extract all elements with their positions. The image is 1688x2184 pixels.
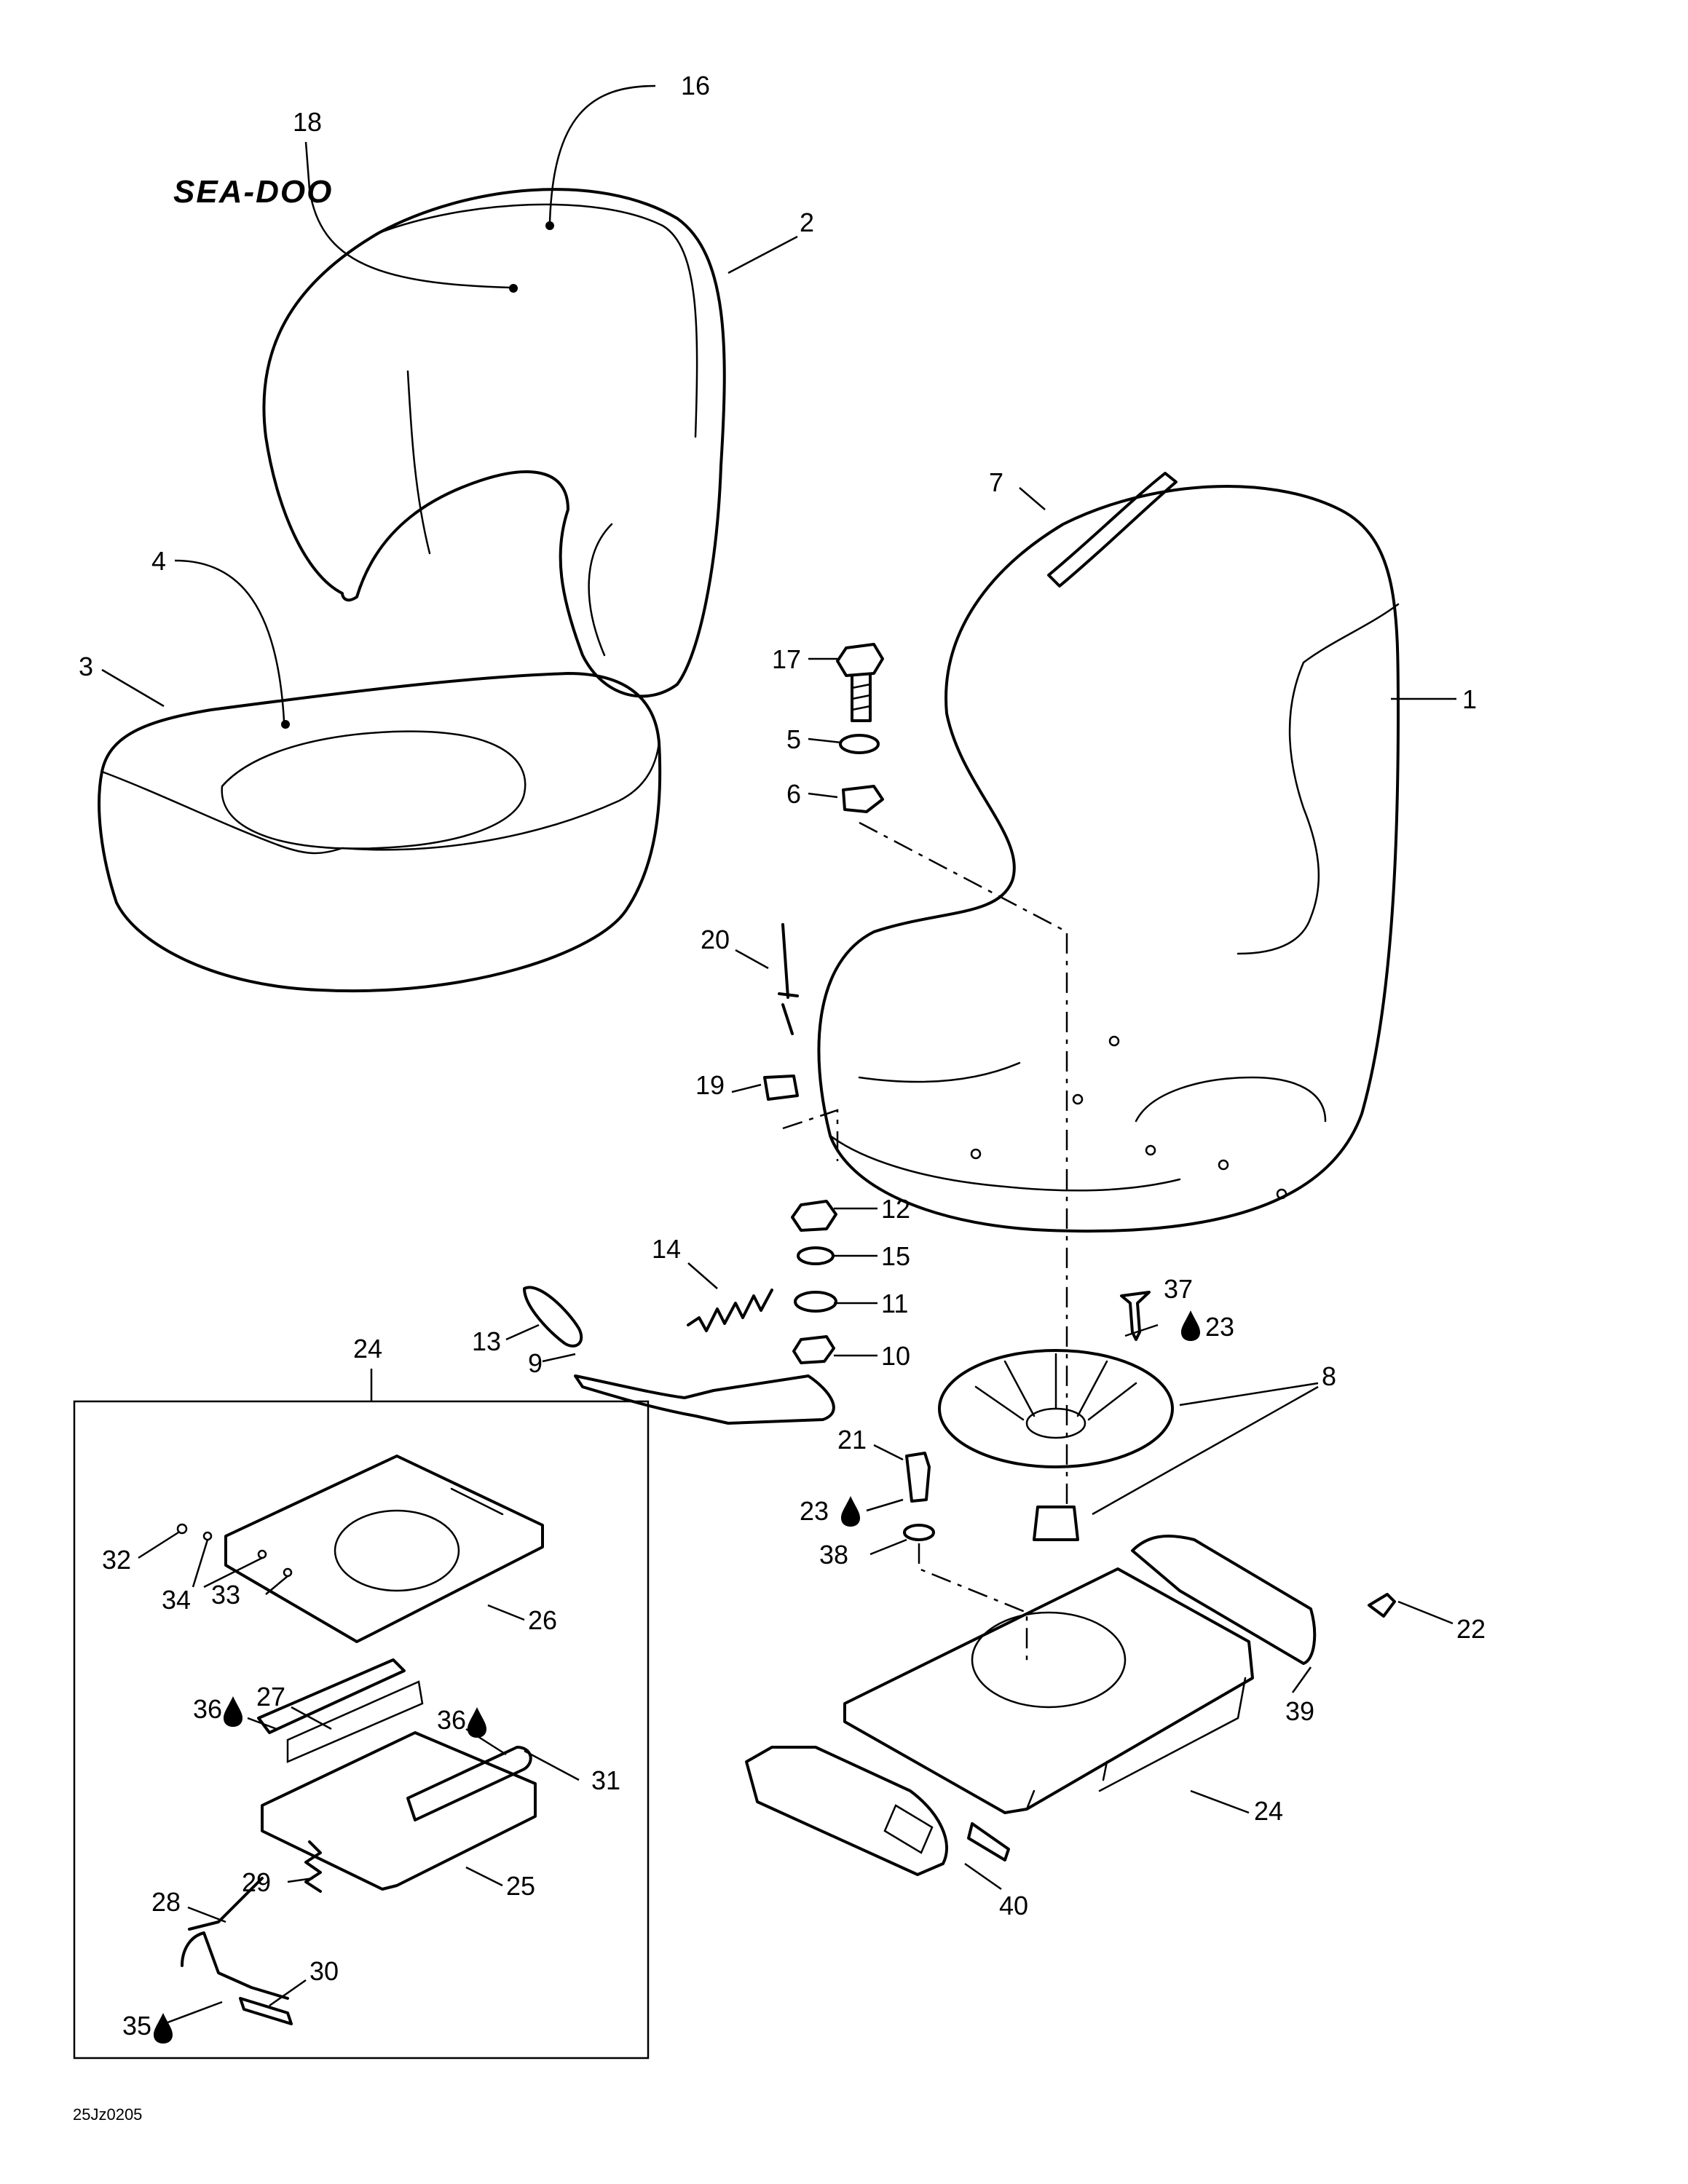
trim-strip: [1047, 472, 1178, 587]
assembly-line: [859, 821, 1068, 1507]
callout-31: 31: [591, 1765, 620, 1795]
callout-33: 33: [211, 1580, 240, 1610]
callout-26: 26: [528, 1605, 557, 1635]
seat-slider-24: [843, 1567, 1254, 1814]
callout-32: 32: [102, 1545, 131, 1575]
callout-29: 29: [242, 1867, 271, 1897]
callout-9: 9: [528, 1348, 543, 1378]
callout-12: 12: [881, 1194, 910, 1224]
callout-25: 25: [506, 1871, 535, 1901]
callout-18: 18: [293, 107, 322, 137]
sea-doo-logo: SEA-DOO: [173, 174, 333, 210]
pin-20: [778, 923, 799, 1035]
callout-15: 15: [881, 1241, 910, 1271]
drawing-code: 25Jz0205: [73, 2105, 142, 2124]
slider-detail-frame: [73, 1400, 650, 2060]
callout-16: 16: [681, 71, 710, 100]
callout-23-upper: 23: [1205, 1312, 1234, 1342]
washer-15: [797, 1246, 835, 1265]
callout-23-lower: 23: [800, 1496, 829, 1526]
slider-detail: [176, 1455, 544, 2025]
assembly-line: [918, 1543, 1028, 1663]
oil-drop-icon: [468, 1707, 486, 1738]
swivel-plate-8: [938, 1349, 1174, 1541]
callout-14: 14: [652, 1234, 681, 1264]
callout-2: 2: [800, 207, 814, 237]
callout-6: 6: [786, 779, 801, 809]
callout-13: 13: [472, 1326, 501, 1356]
callout-36-right: 36: [437, 1705, 466, 1735]
callout-38: 38: [819, 1540, 848, 1570]
callout-4: 4: [151, 546, 166, 576]
knob-22: [1368, 1593, 1396, 1618]
lubricant-markers: [154, 1310, 1200, 2043]
callout-5: 5: [786, 724, 801, 754]
oil-drop-icon: [224, 1696, 242, 1727]
bolt-21: [905, 1452, 931, 1503]
callout-19: 19: [695, 1070, 725, 1100]
backrest-cover: [262, 188, 726, 698]
callout-28: 28: [151, 1887, 181, 1917]
callout-labels: 1 2 3 4 5 6 7 8 9 10 11 12 13 14 15 16 1…: [79, 71, 1486, 2041]
callout-8: 8: [1322, 1361, 1336, 1391]
seat-shell: [817, 484, 1400, 1233]
callout-37: 37: [1164, 1274, 1193, 1304]
grommet-19: [763, 1075, 799, 1101]
callout-dot-16: [545, 221, 554, 230]
leader-lines: [101, 84, 1456, 2025]
nut-10: [792, 1335, 835, 1364]
callout-1: 1: [1462, 684, 1477, 714]
callout-40: 40: [999, 1891, 1028, 1920]
side-rail-39: [1131, 1535, 1317, 1665]
callout-36-left: 36: [193, 1694, 222, 1724]
seat-cushion: [98, 672, 662, 993]
callout-dot-18: [509, 284, 518, 293]
callout-20: 20: [701, 925, 730, 954]
callout-30: 30: [309, 1956, 339, 1986]
callout-3: 3: [79, 652, 93, 681]
callout-17: 17: [772, 644, 801, 674]
bolt-17: [836, 643, 884, 722]
callout-24-frame: 24: [353, 1334, 382, 1364]
spring-14: [687, 1289, 773, 1332]
callout-7: 7: [989, 467, 1003, 497]
callout-dot-4: [281, 720, 290, 729]
swivel-hub-8: [1033, 1506, 1079, 1541]
callout-34: 34: [162, 1585, 191, 1615]
callout-11: 11: [881, 1289, 908, 1318]
callout-39: 39: [1285, 1696, 1314, 1726]
callout-35: 35: [122, 2011, 151, 2041]
washer-38: [903, 1524, 935, 1541]
callout-27: 27: [256, 1682, 285, 1712]
oil-drop-icon: [841, 1496, 860, 1527]
screw-37: [1120, 1291, 1151, 1341]
washer-5: [839, 734, 880, 754]
assembly-line: [782, 1109, 839, 1161]
washer-11: [794, 1291, 837, 1313]
oil-drop-icon: [154, 2013, 173, 2043]
side-rail-40: [745, 1746, 948, 1876]
callout-10: 10: [881, 1341, 910, 1371]
callout-21: 21: [837, 1425, 867, 1455]
callout-24-main: 24: [1254, 1796, 1283, 1826]
nut-12: [791, 1200, 837, 1232]
oil-drop-icon: [1181, 1310, 1200, 1341]
callout-22: 22: [1456, 1614, 1486, 1644]
nut-6: [842, 785, 884, 813]
